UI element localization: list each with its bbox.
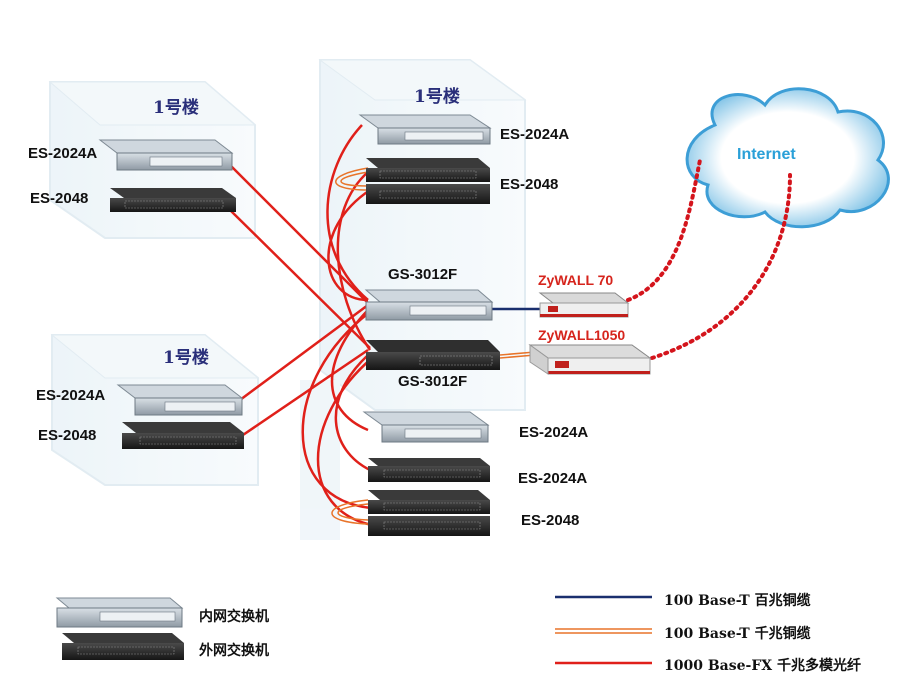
legend-label-100m-copper: 100 Base-T 百兆铜缆 [664, 593, 811, 609]
legend-line-1000m-copper [555, 628, 652, 634]
fiber-links [229, 124, 373, 527]
label-cb-es2024a-1: ES-2024A [519, 424, 589, 441]
label-c-es2024a: ES-2024A [500, 126, 570, 143]
switch-c-es2048-2 [366, 184, 490, 204]
legend-label-fiber: 1000 Base-FX 千兆多模光纤 [664, 658, 862, 674]
switch-cb-es2024a-1 [362, 411, 490, 443]
label-lb-es2024a: ES-2024A [36, 387, 106, 404]
legend-internal-switch-icon [55, 597, 184, 628]
internet-links [626, 158, 792, 360]
switch-c-es2024a [358, 114, 492, 145]
copper-1000m-links [331, 167, 536, 525]
switch-lt-es2024a [98, 139, 234, 171]
label-lt-es2048: ES-2048 [30, 190, 89, 207]
label-core-bottom: GS-3012F [398, 373, 468, 390]
firewall-zywall1050 [528, 344, 652, 375]
internet-cloud-icon [685, 87, 890, 229]
switch-lb-es2048 [122, 422, 244, 449]
switch-lt-es2048 [110, 188, 236, 212]
label-firewall-zywall70: ZyWALL 70 [538, 272, 614, 288]
internet-label: Internet [737, 146, 796, 163]
switch-core-top [364, 289, 494, 321]
legend-label-external-switch: 外网交换机 [199, 643, 269, 659]
label-cb-es2048: ES-2048 [521, 512, 580, 529]
switch-cb-es2024a-2 [368, 458, 490, 482]
label-lt-es2024a: ES-2024A [28, 145, 98, 162]
switch-cb-es2048-2 [368, 516, 490, 536]
label-lb-es2048: ES-2048 [38, 427, 97, 444]
legend-external-switch-icon [62, 633, 184, 660]
switch-c-es2048-1 [366, 158, 490, 182]
building-label-center: 1号楼 [414, 87, 460, 107]
label-cb-es2024a-2: ES-2024A [518, 470, 588, 487]
building-label-left-bottom: 1号楼 [163, 348, 209, 368]
label-c-es2048: ES-2048 [500, 176, 559, 193]
building-label-left-top: 1号楼 [153, 98, 199, 118]
firewall-zywall70 [538, 292, 630, 318]
legend-label-1000m-copper: 100 Base-T 千兆铜缆 [664, 626, 811, 642]
switch-cb-es2048-1 [368, 490, 490, 514]
switch-lb-es2024a [116, 384, 244, 416]
label-firewall-zywall1050: ZyWALL1050 [538, 327, 626, 343]
switch-core-bottom [366, 340, 500, 370]
legend-label-internal-switch: 内网交换机 [199, 609, 269, 625]
label-core-top: GS-3012F [388, 266, 458, 283]
